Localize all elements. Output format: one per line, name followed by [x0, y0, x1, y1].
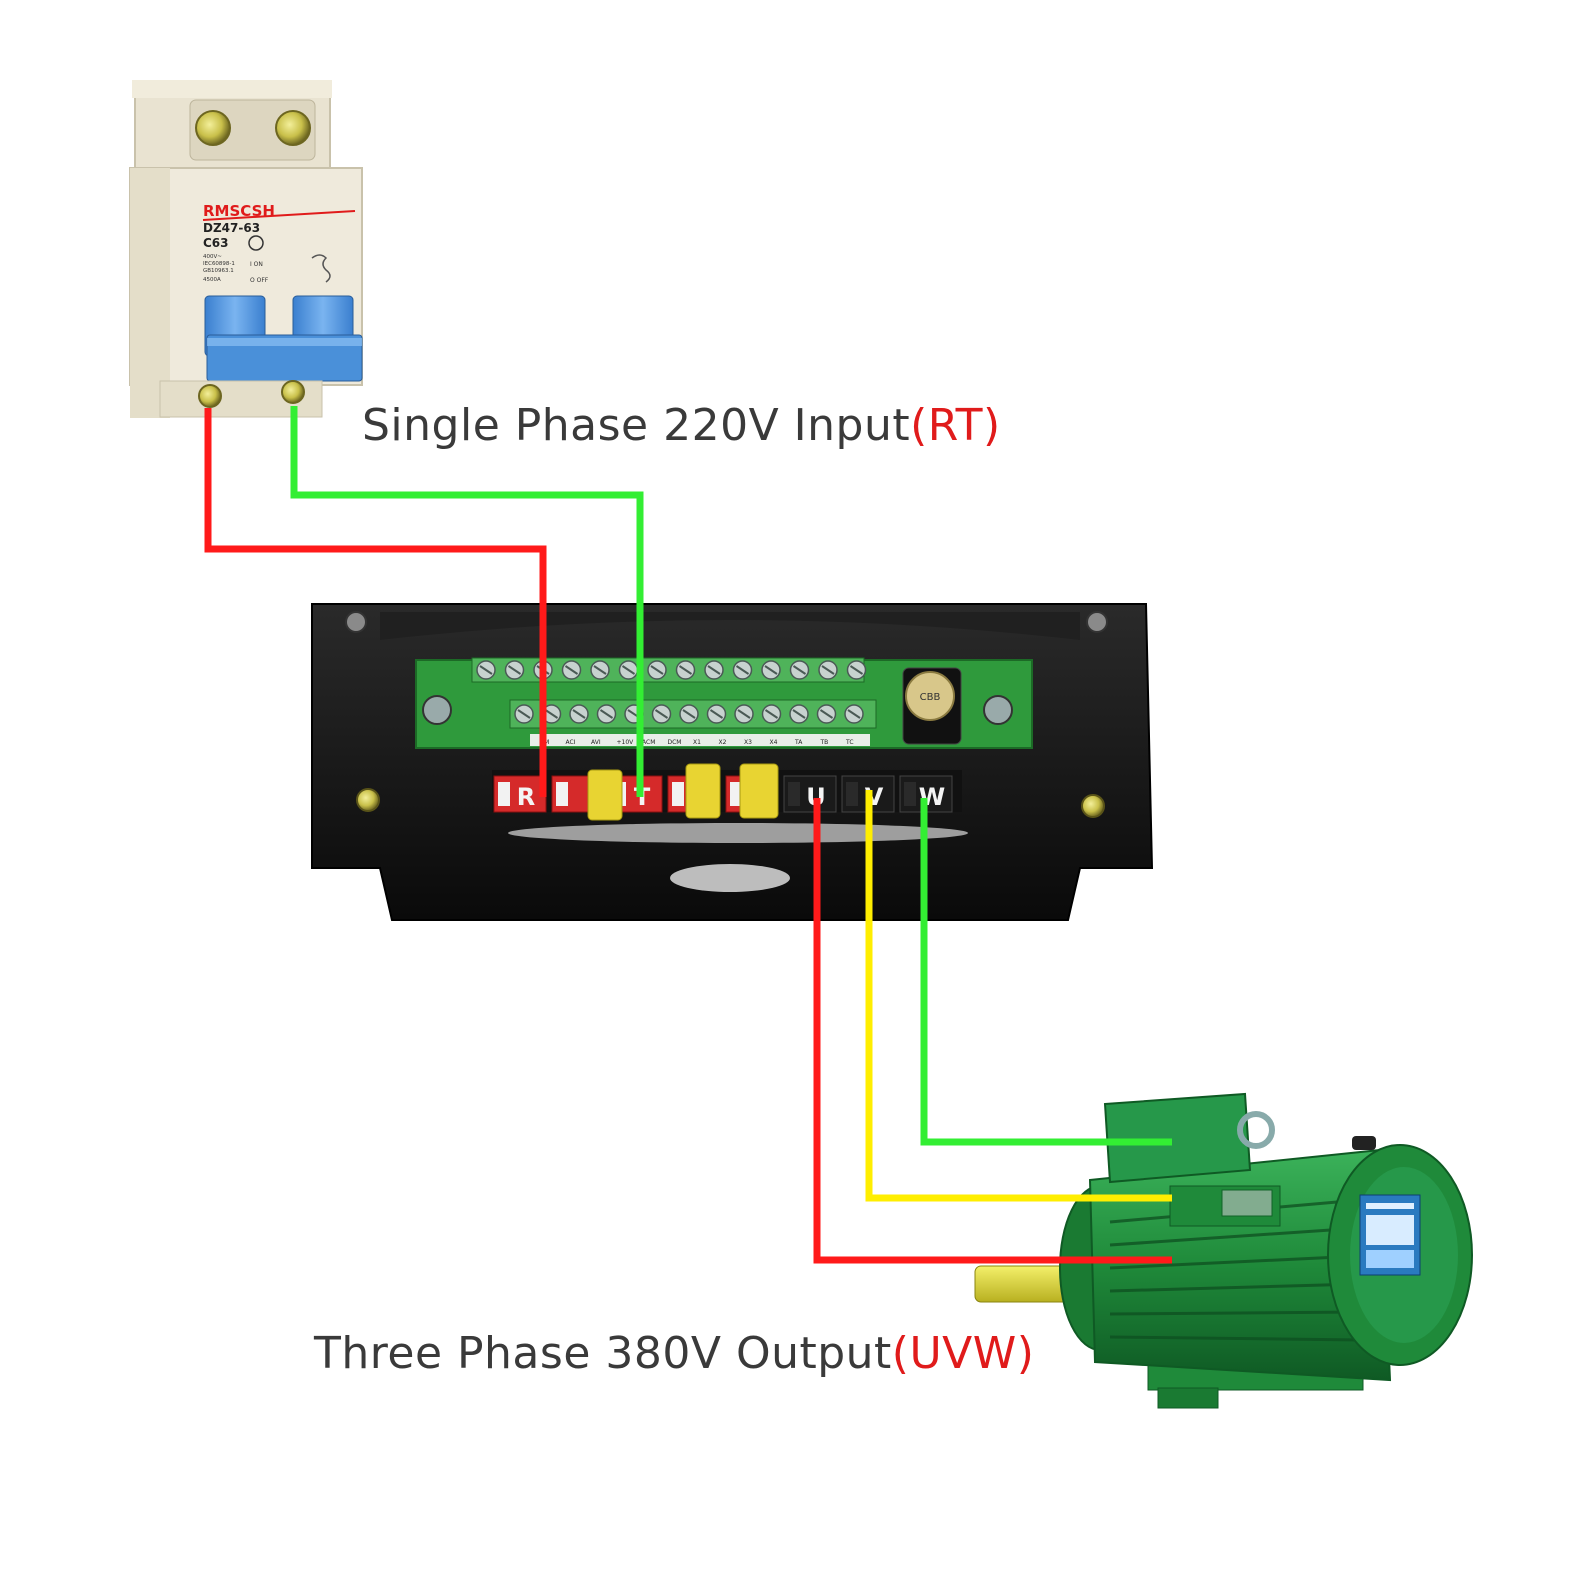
- input-caption-text: Single Phase 220V Input: [362, 400, 911, 451]
- housing-screw-br-icon: [1081, 794, 1105, 818]
- breaker-spec-line-2: IEC60898-1: [203, 261, 235, 267]
- control-terminal-row-top: [471, 657, 867, 683]
- control-terminal-label: TB: [820, 739, 829, 746]
- control-terminal-screw-top-11: [789, 660, 810, 680]
- control-terminal-screw-top-8: [704, 660, 724, 680]
- control-terminal-screw-bottom-0: [514, 704, 534, 724]
- breaker-model-label: DZ47-63: [203, 221, 260, 235]
- breaker-off-label: O OFF: [250, 277, 269, 284]
- three-phase-motor: [974, 1092, 1473, 1409]
- control-terminal-screw-bottom-2: [569, 704, 589, 724]
- wire-w-green: [920, 798, 1172, 1146]
- breaker-bottom-screw-right-icon: [281, 380, 305, 404]
- motor-grease-cap: [1352, 1136, 1376, 1150]
- pcb-mount-screw-right-icon: [983, 695, 1013, 725]
- power-terminal-r: R: [493, 775, 547, 813]
- control-terminal-label: TC: [845, 739, 854, 746]
- control-terminal-screw-top-4: [590, 660, 610, 680]
- control-terminal-label: X1: [693, 739, 701, 746]
- control-terminal-label: +10V: [617, 739, 635, 746]
- trip-curve-icon: [311, 254, 331, 283]
- breaker-on-label: I ON: [250, 261, 263, 268]
- cbb-capacitor: CBB: [902, 667, 962, 745]
- control-terminal-screw-top-9: [732, 660, 753, 680]
- control-terminal-screw-bottom-12: [844, 704, 864, 724]
- control-terminal-screw-bottom-11: [816, 704, 837, 724]
- control-terminal-label: TA: [794, 739, 803, 746]
- input-caption-accent: (RT): [910, 400, 1001, 451]
- control-terminal-screw-bottom-7: [706, 704, 727, 724]
- power-terminal-u: U: [783, 775, 837, 813]
- control-terminal-screw-top-12: [818, 660, 838, 680]
- breaker-spec-line-3: GB10963.1: [203, 268, 234, 274]
- control-terminal-label: X3: [744, 739, 752, 746]
- breaker-spec-line-1: 400V~: [203, 254, 222, 260]
- control-terminal-label: X2: [719, 739, 727, 746]
- breaker-brand-label: RMSCSH: [203, 202, 275, 220]
- control-terminal-screw-bottom-3: [596, 704, 617, 724]
- output-caption-accent: (UVW): [891, 1328, 1035, 1379]
- wire-v-yellow: [865, 790, 1172, 1202]
- control-terminal-screw-bottom-6: [679, 704, 699, 724]
- control-terminal-label: DCM: [668, 739, 682, 746]
- breaker-rating-label: C63: [203, 236, 229, 250]
- certification-mark-icon: [248, 235, 264, 251]
- breaker-spec-line-4: 4500A: [203, 277, 221, 283]
- control-terminal-screw-bottom-10: [789, 704, 809, 724]
- control-terminal-screw-bottom-5: [651, 704, 672, 724]
- motor-lifting-eye-icon: [1237, 1111, 1275, 1149]
- suppression-capacitor-1: [587, 769, 623, 821]
- control-terminal-screw-top-5: [618, 660, 639, 680]
- control-terminal-label: AVI: [591, 739, 601, 746]
- capacitor-label: CBB: [920, 692, 941, 703]
- breaker-bottom-screw-left-icon: [198, 384, 222, 408]
- housing-screw-tl-icon: [345, 611, 367, 633]
- suppression-capacitor-3: [739, 763, 779, 819]
- control-terminal-screw-top-10: [761, 660, 781, 680]
- housing-screw-bl-icon: [356, 788, 380, 812]
- control-terminal-screw-top-6: [647, 660, 667, 680]
- control-terminal-screw-top-1: [504, 660, 525, 680]
- output-caption: Three Phase 380V Output(UVW): [314, 1328, 1034, 1379]
- control-terminal-screw-bottom-9: [761, 704, 782, 724]
- control-terminal-screw-bottom-8: [734, 704, 754, 724]
- breaker-top-screw-left-icon: [195, 110, 231, 146]
- control-terminal-label: ACI: [566, 739, 576, 746]
- circuit-breaker: RMSCSH DZ47-63 C63 400V~ IEC60898-1 GB10…: [129, 80, 363, 418]
- control-terminal-row-bottom: [509, 699, 877, 729]
- motor-shaft: [974, 1265, 1072, 1303]
- wire-r-red: [204, 408, 547, 797]
- control-terminal-screw-top-3: [561, 660, 582, 680]
- pcb-mount-screw-left-icon: [422, 695, 452, 725]
- housing-screw-tr-icon: [1086, 611, 1108, 633]
- input-caption: Single Phase 220V Input(RT): [362, 400, 1001, 451]
- wire-t-green: [290, 406, 644, 797]
- motor-terminal-box: [1103, 1092, 1252, 1184]
- control-terminal-label: X4: [770, 739, 778, 746]
- power-terminal-letter: U: [806, 783, 826, 811]
- wiring: [204, 406, 1172, 1264]
- control-terminal-label: ACM: [642, 739, 655, 746]
- wire-u-red: [813, 798, 1172, 1264]
- control-terminal-screw-top-0: [476, 660, 496, 680]
- breaker-top-screw-right-icon: [275, 110, 311, 146]
- output-caption-text: Three Phase 380V Output: [314, 1328, 892, 1379]
- suppression-capacitor-2: [685, 763, 721, 819]
- control-terminal-screw-top-13: [846, 660, 867, 680]
- power-terminal-letter: R: [517, 783, 535, 811]
- control-terminal-screw-top-7: [675, 660, 696, 680]
